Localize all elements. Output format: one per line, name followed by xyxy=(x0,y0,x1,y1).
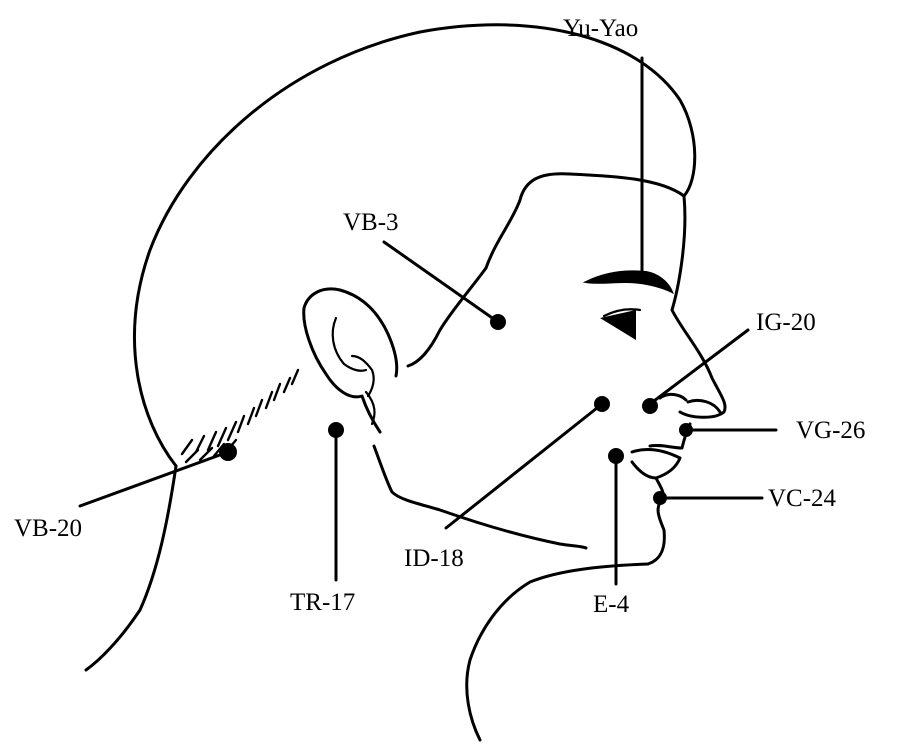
label-vb-3: VB-3 xyxy=(343,209,399,236)
leader-ig-20 xyxy=(650,330,748,404)
point-vb-3 xyxy=(490,314,506,330)
label-yu-yao: Yu-Yao xyxy=(563,15,638,42)
leader-id-18 xyxy=(446,404,602,528)
point-vc-24 xyxy=(653,491,667,505)
leader-vb-20 xyxy=(80,452,228,506)
label-e-4: E-4 xyxy=(593,591,630,618)
label-vb-20: VB-20 xyxy=(14,515,82,542)
ear xyxy=(304,289,397,432)
point-tr-17 xyxy=(328,422,344,438)
point-vg-26 xyxy=(679,423,693,437)
point-vb-20 xyxy=(219,443,237,461)
point-ig-20 xyxy=(642,398,658,414)
face-features xyxy=(586,271,720,412)
point-labels: Yu-Yao VB-3 IG-20 VG-26 VC-24 VB-20 ID-1… xyxy=(14,15,865,618)
acupoint-dots xyxy=(219,314,693,505)
label-vc-24: VC-24 xyxy=(768,485,837,512)
label-tr-17: TR-17 xyxy=(290,589,355,616)
leader-vb-3 xyxy=(384,242,498,322)
nape-hair xyxy=(182,370,298,462)
head-outline xyxy=(86,25,725,740)
point-id-18 xyxy=(594,396,610,412)
eyebrow xyxy=(586,271,672,292)
point-e-4 xyxy=(608,448,624,464)
label-vg-26: VG-26 xyxy=(796,417,865,444)
label-id-18: ID-18 xyxy=(404,545,464,572)
label-ig-20: IG-20 xyxy=(756,309,816,336)
